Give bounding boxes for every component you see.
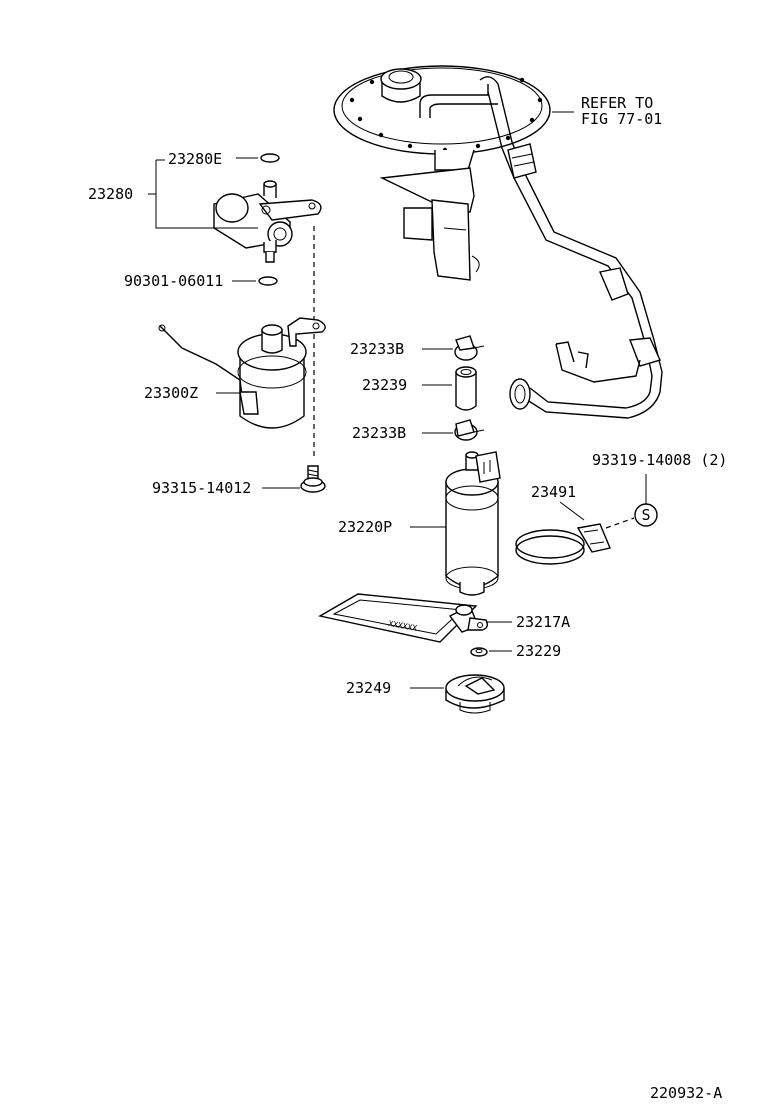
label-23300Z: 23300Z bbox=[144, 384, 198, 402]
fuel-line-pipe bbox=[479, 76, 663, 419]
clamp-upper bbox=[454, 335, 485, 361]
screw-93315 bbox=[300, 465, 326, 493]
pressure-regulator bbox=[213, 180, 322, 263]
label-93319-14008: 93319-14008 (2) bbox=[592, 451, 727, 469]
s-symbol-dash bbox=[605, 517, 635, 529]
label-23217A: 23217A bbox=[516, 613, 570, 631]
label-23491: 23491 bbox=[531, 483, 576, 501]
pump-cushion bbox=[445, 674, 505, 714]
label-23220P: 23220P bbox=[338, 518, 392, 536]
label-23233B-bottom: 23233B bbox=[352, 424, 406, 442]
label-93315-14012: 93315-14012 bbox=[152, 479, 251, 497]
fuel-sender-gauge bbox=[158, 317, 326, 429]
label-23229: 23229 bbox=[516, 642, 561, 660]
regulator-bracket-leader bbox=[155, 160, 258, 229]
fuel-hose-23239 bbox=[455, 366, 477, 411]
label-23280E: 23280E bbox=[168, 150, 222, 168]
label-23239: 23239 bbox=[362, 376, 407, 394]
nut-23229 bbox=[470, 647, 488, 657]
pump-bracket-assembly bbox=[333, 65, 551, 281]
fuel-pump bbox=[445, 451, 501, 596]
label-23280: 23280 bbox=[88, 185, 133, 203]
figure-code: 220932-A bbox=[650, 1084, 722, 1102]
refer-text-line2: FIG 77-01 bbox=[581, 110, 662, 128]
pump-band bbox=[515, 523, 611, 565]
label-23233B-top: 23233B bbox=[350, 340, 404, 358]
label-90301-06011: 90301-06011 bbox=[124, 272, 223, 290]
clamp-lower bbox=[454, 419, 485, 441]
label-23249: 23249 bbox=[346, 679, 391, 697]
refer-text-line1: REFER TO bbox=[581, 94, 653, 112]
s-symbol-text: S bbox=[641, 506, 650, 524]
o-ring-lower bbox=[258, 276, 278, 286]
o-ring-upper bbox=[260, 153, 280, 163]
fuel-strainer: XXXXXX bbox=[318, 593, 489, 643]
